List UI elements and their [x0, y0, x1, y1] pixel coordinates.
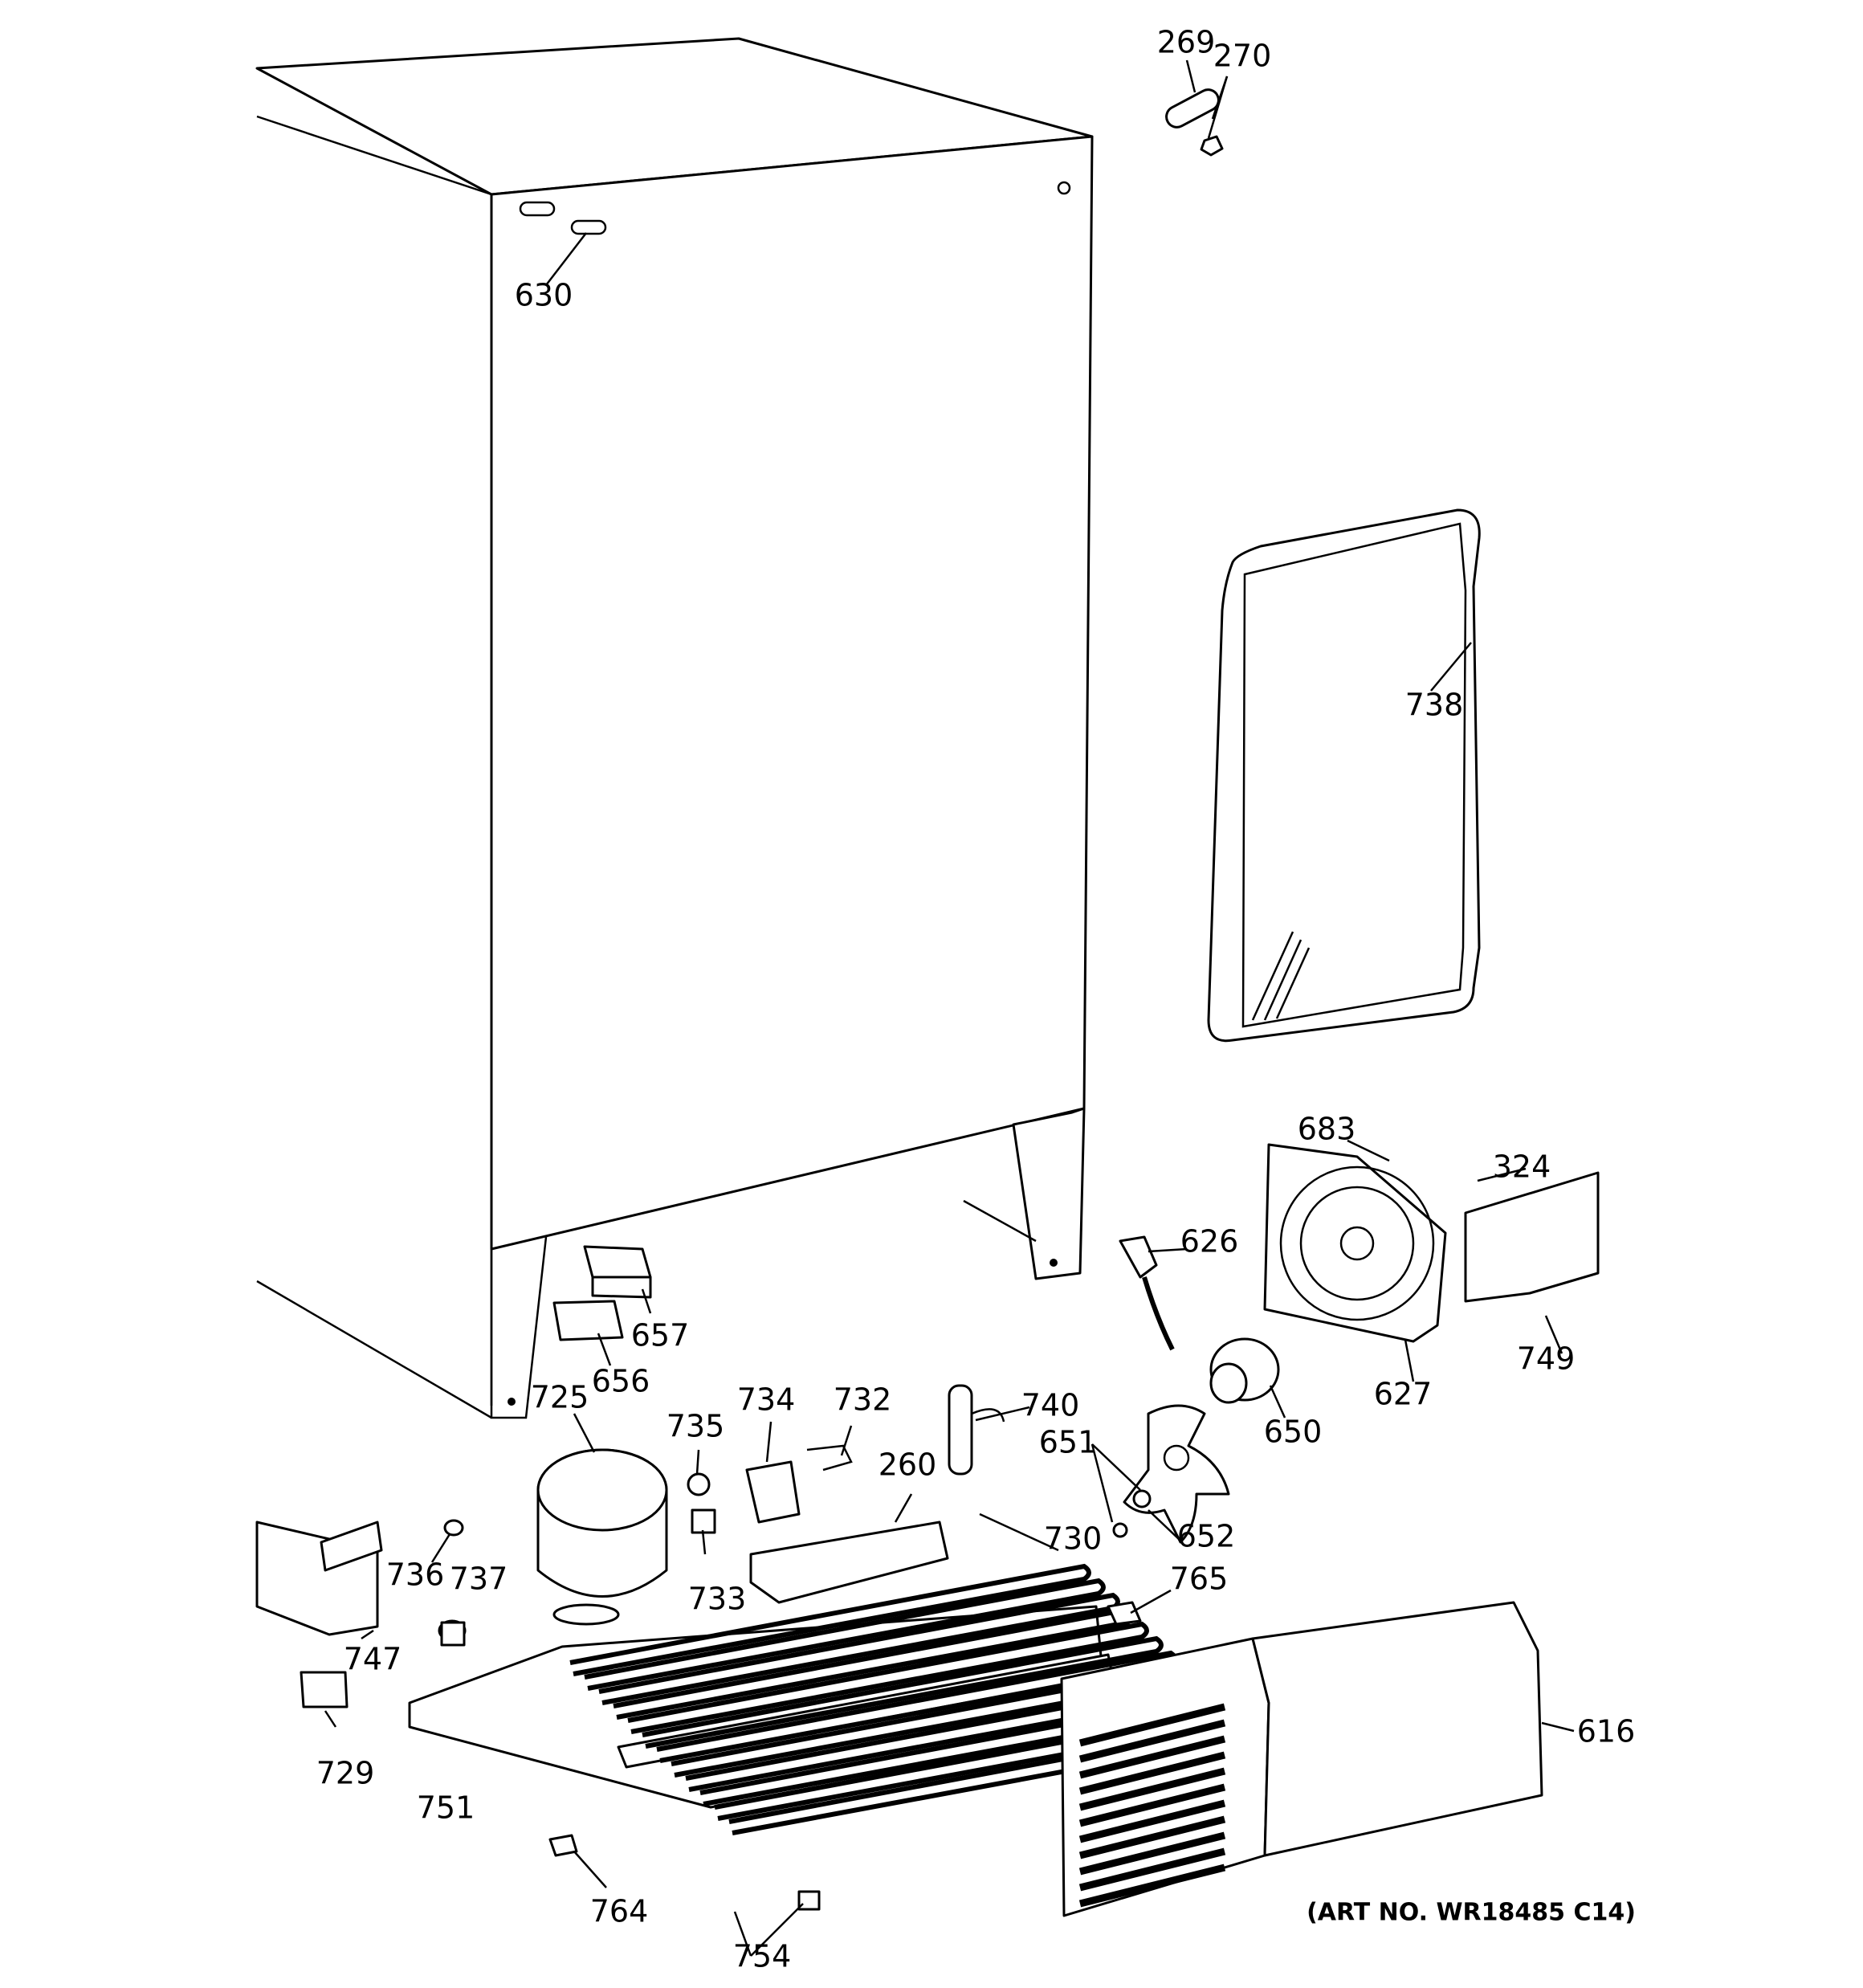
leader-lines — [324, 59, 1575, 1957]
part-label-652: 652 — [1177, 1519, 1236, 1554]
condenser-coil — [569, 1563, 1091, 1676]
part-label-656: 656 — [592, 1364, 650, 1399]
parts-lower-left — [300, 1519, 1142, 1911]
part-label-737: 737 — [450, 1561, 508, 1597]
gasket-738 — [1207, 508, 1481, 1043]
fan-shroud-627 — [1263, 1143, 1447, 1343]
cabinet — [255, 37, 1094, 1419]
part-label-630: 630 — [515, 278, 573, 313]
part-label-626: 626 — [1180, 1224, 1239, 1259]
bracket-657 — [583, 1245, 652, 1299]
part-label-730: 730 — [1044, 1521, 1103, 1557]
grille-slot — [1078, 1783, 1226, 1827]
cover-747 — [255, 1521, 383, 1636]
capacitor-740 — [948, 1384, 1005, 1476]
grille-slot — [1078, 1863, 1226, 1908]
cover-749 — [1464, 1171, 1600, 1303]
part-label-751: 751 — [417, 1790, 475, 1826]
grille-slot — [1078, 1831, 1226, 1876]
part-label-627: 627 — [1374, 1377, 1433, 1412]
part-label-764: 764 — [590, 1894, 649, 1929]
grille-slot — [1078, 1799, 1226, 1843]
part-label-657: 657 — [631, 1318, 690, 1353]
bracket-656 — [552, 1300, 624, 1341]
part-label-616: 616 — [1577, 1714, 1636, 1749]
part-label-725: 725 — [531, 1380, 589, 1415]
part-label-740: 740 — [1021, 1388, 1080, 1423]
part-label-260: 260 — [879, 1447, 937, 1483]
part-label-650: 650 — [1264, 1414, 1323, 1450]
motor-650 — [1209, 1337, 1280, 1404]
part-label-733: 733 — [688, 1582, 747, 1617]
compressor-725 — [536, 1448, 668, 1626]
part-label-738: 738 — [1405, 688, 1464, 723]
grille-slot — [1078, 1847, 1226, 1892]
part-labels: 269 270 630 738 683 324 626 657 656 627 … — [316, 25, 1636, 1974]
grille-slot — [1078, 1735, 1226, 1779]
part-label-651: 651 — [1039, 1425, 1098, 1460]
drain-pan-260 — [749, 1521, 949, 1604]
grille-slot — [1078, 1767, 1226, 1811]
condenser-coil — [642, 1635, 1164, 1749]
grille-slot — [1078, 1751, 1226, 1795]
grille-slot — [1078, 1815, 1226, 1859]
part-label-749: 749 — [1517, 1341, 1576, 1377]
part-label-736: 736 — [386, 1557, 445, 1593]
grille-616 — [1060, 1601, 1543, 1917]
part-label-735: 735 — [667, 1409, 725, 1444]
part-label-270: 270 — [1213, 39, 1272, 74]
part-label-732: 732 — [834, 1382, 892, 1418]
part-label-683: 683 — [1298, 1112, 1356, 1147]
part-label-734: 734 — [737, 1382, 796, 1418]
grille-slot — [1078, 1719, 1226, 1763]
part-label-324: 324 — [1493, 1149, 1551, 1185]
art-number: (ART NO. WR18485 C14) — [1307, 1899, 1636, 1927]
cord-626 — [1119, 1235, 1175, 1351]
fan-blade-651 — [1112, 1404, 1230, 1544]
parts-small-cluster — [687, 1444, 853, 1534]
part-label-754: 754 — [733, 1939, 792, 1974]
part-label-269: 269 — [1157, 25, 1216, 60]
grille-slot — [1078, 1703, 1226, 1747]
condenser-coil — [627, 1621, 1149, 1734]
part-label-729: 729 — [316, 1756, 375, 1791]
condenser-coil — [584, 1578, 1106, 1691]
part-label-765: 765 — [1170, 1561, 1229, 1597]
pin-269-270 — [1165, 88, 1224, 157]
part-label-747: 747 — [344, 1642, 402, 1677]
